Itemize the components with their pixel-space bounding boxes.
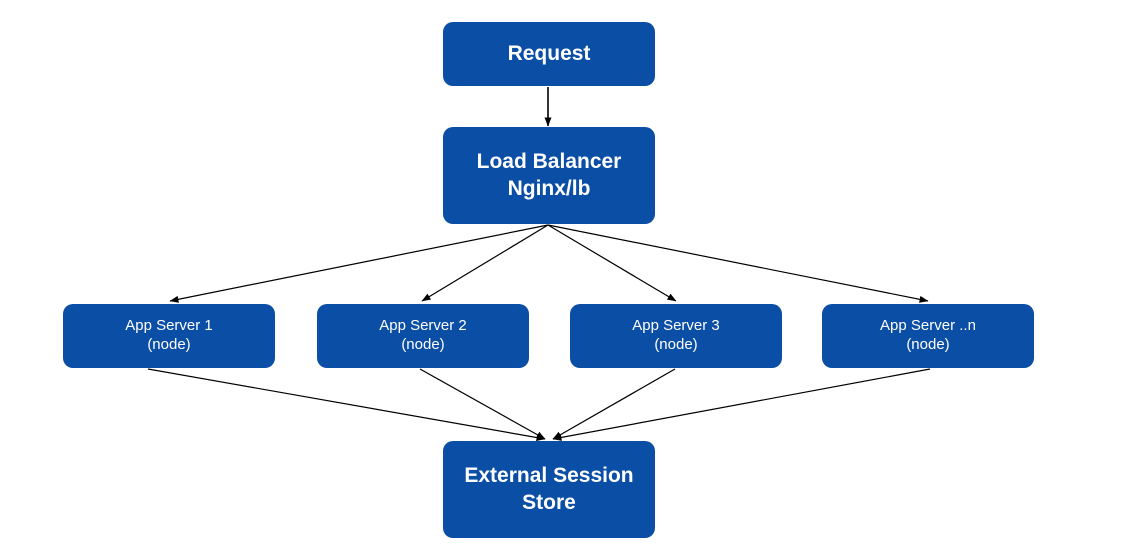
- node-load-balancer-label-2: Nginx/lb: [507, 176, 591, 200]
- node-app-server-n-label-1: App Server ..n: [880, 317, 976, 335]
- node-app-server-3-label-2: (node): [654, 336, 698, 353]
- edge-app-server-3-to-store: [552, 368, 676, 440]
- node-request[interactable]: Request: [443, 22, 655, 86]
- edge-app-server-n-to-store: [552, 368, 931, 441]
- node-app-server-2[interactable]: App Server 2 (node): [317, 304, 529, 368]
- node-app-server-1-label-1: App Server 1: [125, 317, 213, 335]
- node-request-label-1: Request: [507, 41, 591, 65]
- node-external-session-store-label-1: External Session: [464, 464, 634, 488]
- node-load-balancer[interactable]: Load Balancer Nginx/lb: [443, 127, 655, 224]
- edge-app-server-2-to-store: [419, 368, 546, 440]
- node-app-server-2-label-2: (node): [401, 336, 445, 353]
- node-app-server-3-label-1: App Server 3: [632, 317, 720, 335]
- node-app-server-1-label-2: (node): [147, 336, 191, 353]
- edge-load-balancer-to-app-server-1: [169, 224, 549, 303]
- node-app-server-n-label-2: (node): [906, 336, 950, 353]
- node-external-session-store-label-2: Store: [522, 490, 576, 514]
- node-app-server-n[interactable]: App Server ..n (node): [822, 304, 1034, 368]
- edge-app-server-1-to-store: [147, 368, 546, 441]
- edge-load-balancer-to-app-server-3: [547, 224, 677, 302]
- node-app-server-3[interactable]: App Server 3 (node): [570, 304, 782, 368]
- edge-load-balancer-to-app-server-2: [421, 224, 549, 302]
- node-app-server-2-label-1: App Server 2: [379, 317, 467, 335]
- node-app-server-1[interactable]: App Server 1 (node): [63, 304, 275, 368]
- edge-load-balancer-to-app-server-n: [547, 224, 929, 303]
- node-load-balancer-label-1: Load Balancer: [476, 150, 622, 174]
- node-external-session-store[interactable]: External Session Store: [443, 441, 655, 538]
